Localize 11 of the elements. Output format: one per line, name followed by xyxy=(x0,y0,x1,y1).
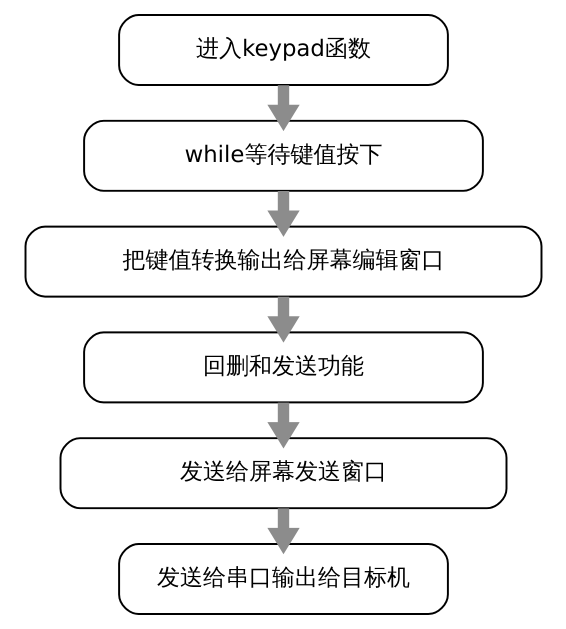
node-box: while等待键值按下 xyxy=(82,120,484,192)
node-box: 回删和发送功能 xyxy=(82,331,484,404)
arrow xyxy=(266,402,300,448)
arrow xyxy=(266,296,300,343)
node-box: 把键值转换输出给屏幕编辑窗口 xyxy=(24,226,542,298)
arrow xyxy=(266,191,300,237)
node-box: 发送给串口输出给目标机 xyxy=(118,543,448,615)
arrow xyxy=(266,85,300,132)
arrow xyxy=(266,508,300,554)
node-box: 发送给屏幕发送窗口 xyxy=(59,437,507,510)
node-box: 进入keypad函数 xyxy=(118,14,448,86)
